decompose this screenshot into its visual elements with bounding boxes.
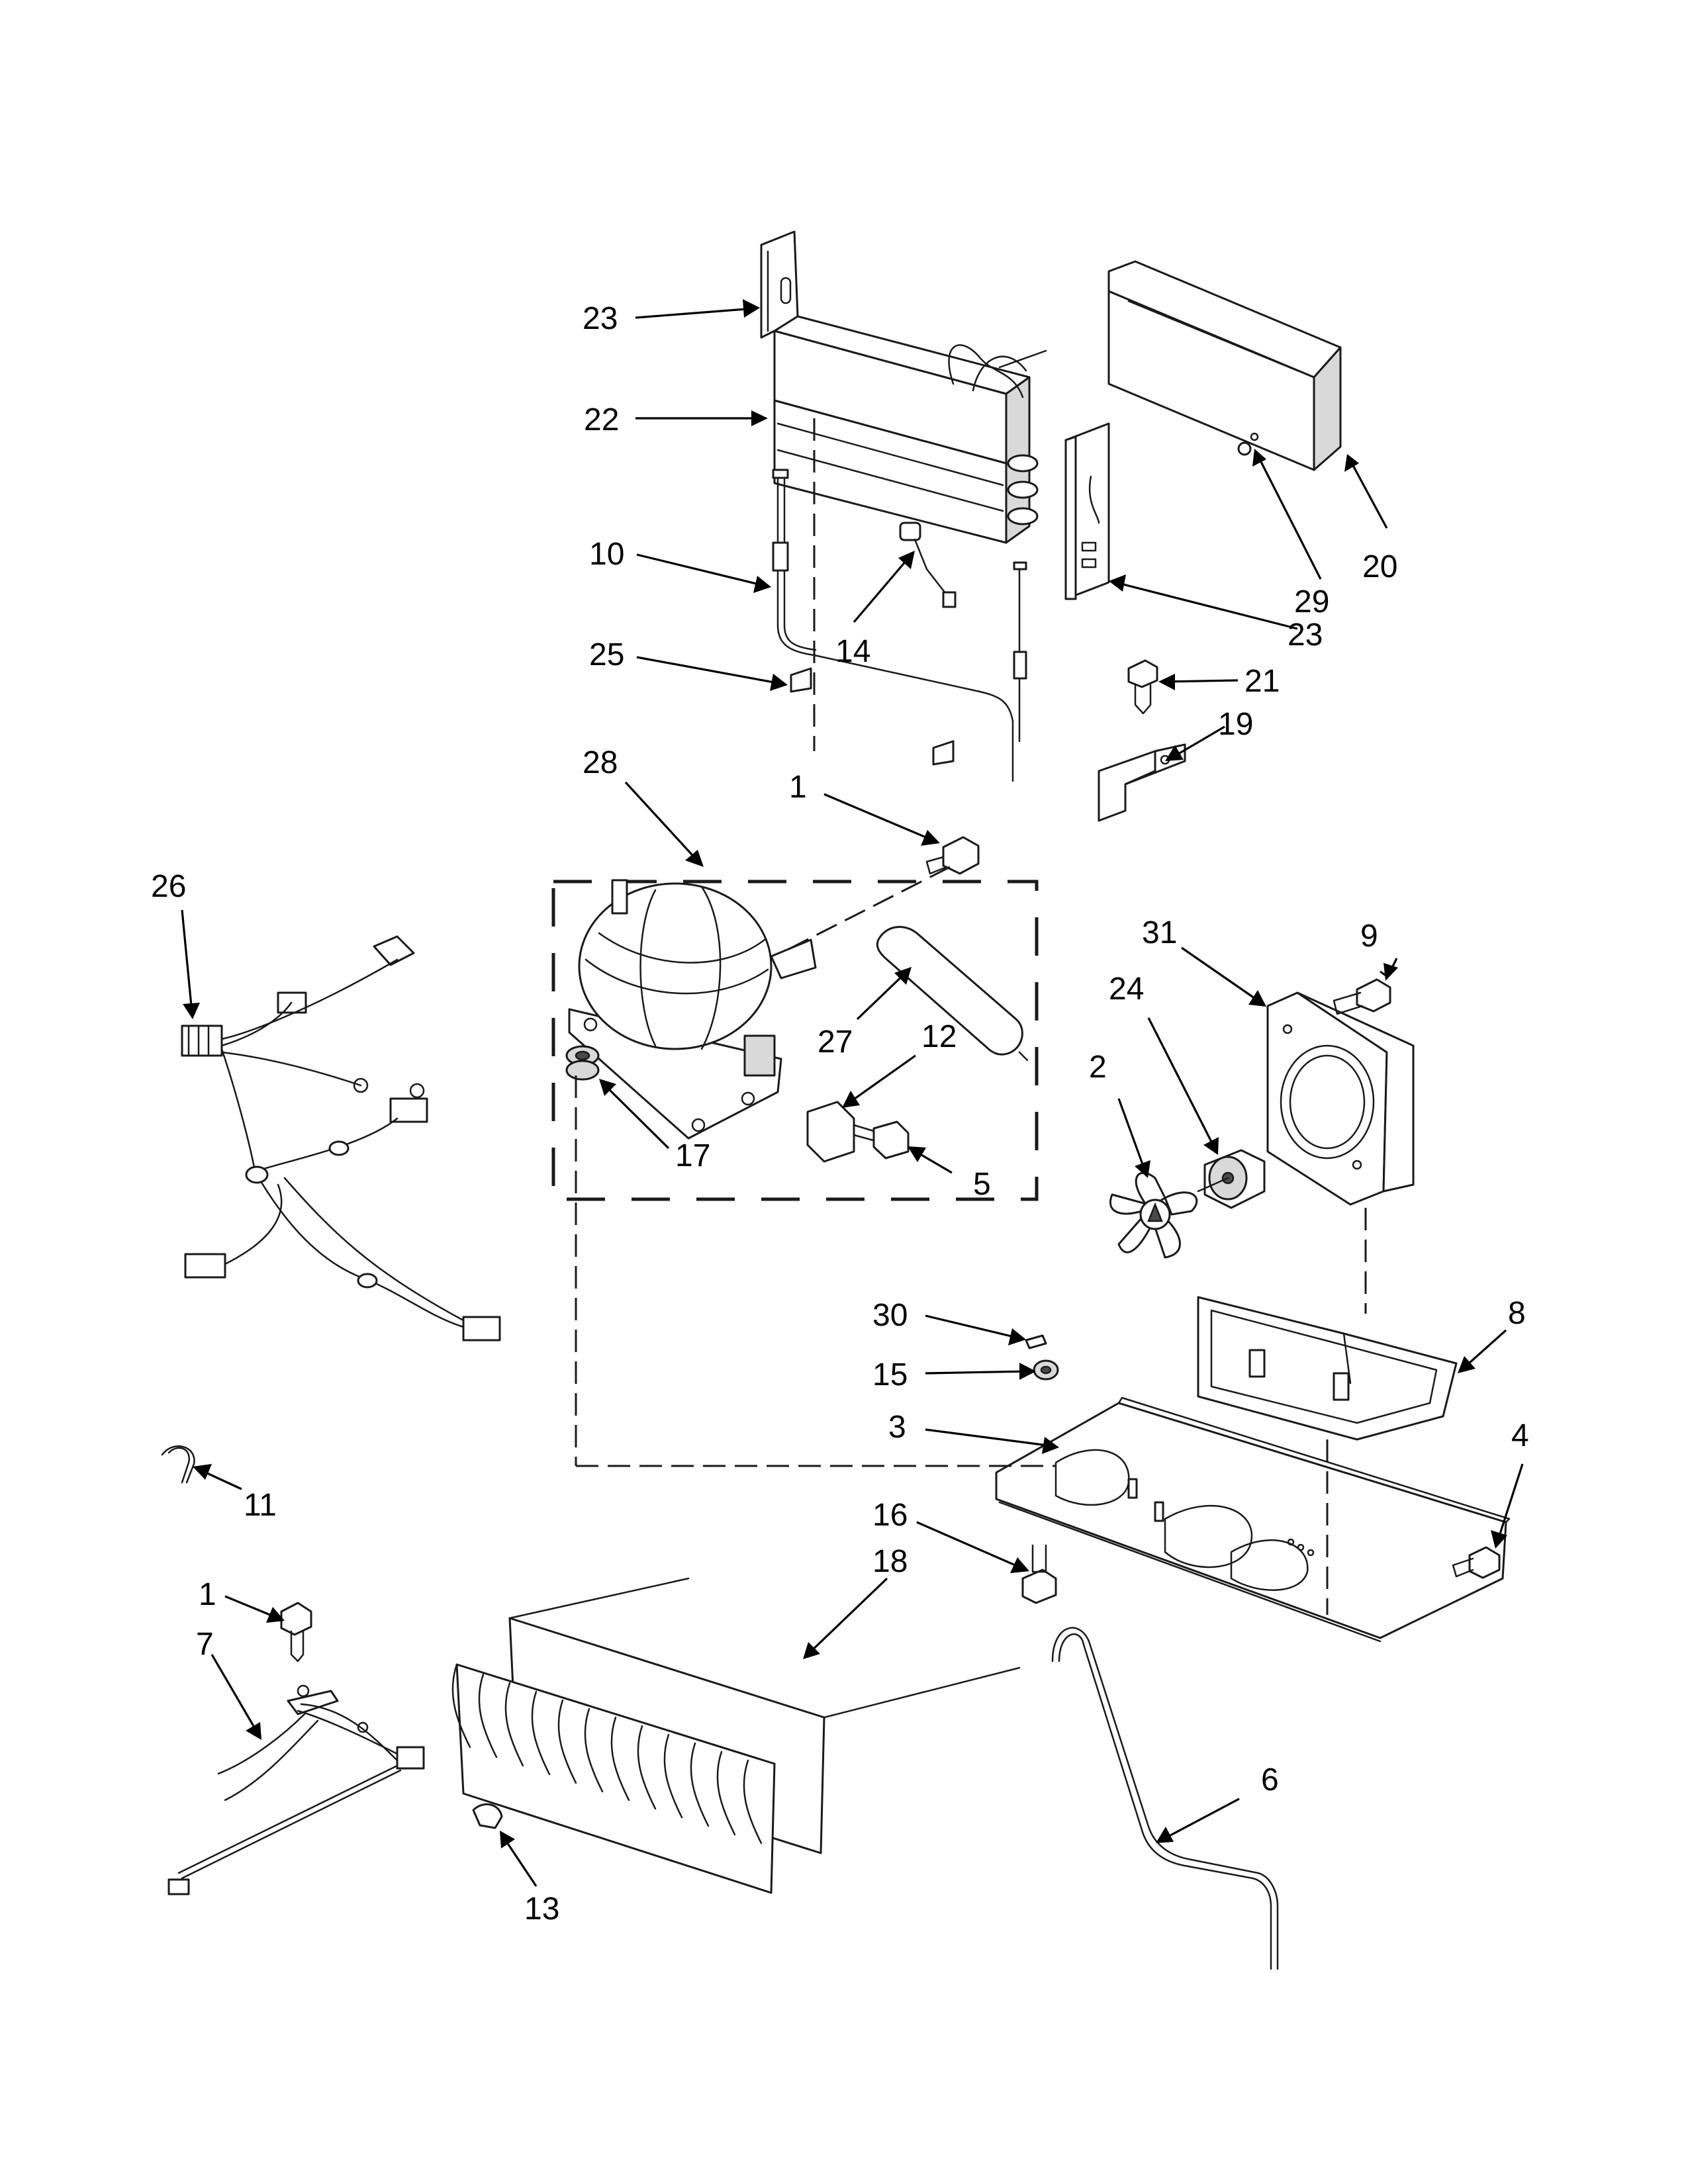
callout-label: 21 (1244, 664, 1280, 699)
evaporator-part (773, 315, 1047, 544)
callout-label: 16 (872, 1498, 908, 1533)
callout-label: 27 (818, 1024, 853, 1060)
clip-11-part (161, 1445, 195, 1484)
callout-label: 25 (589, 637, 624, 672)
overload-part (872, 1120, 910, 1160)
clip-13-part (472, 1803, 503, 1829)
screw-4-part (1452, 1546, 1501, 1579)
motor-bracket-8-part (1197, 1296, 1458, 1441)
callout-label: 8 (1508, 1296, 1526, 1331)
callout-labels: 23 22 10 14 25 20 29 23 21 19 28 1 26 27… (151, 301, 1529, 1927)
callout-label: 31 (1142, 915, 1177, 950)
drier-part (876, 926, 1029, 1062)
callout-label: 6 (1261, 1762, 1279, 1797)
condenser-part (451, 1577, 1021, 1894)
evaporator-bracket-left (760, 230, 799, 339)
callout-label: 23 (1288, 617, 1323, 653)
evaporator-bracket-right (1064, 422, 1110, 600)
callout-label: 9 (1360, 919, 1378, 954)
leader-lines (181, 299, 1524, 1887)
callout-label: 26 (151, 869, 186, 904)
screw-1-lower-part (280, 1602, 312, 1662)
callout-label: 12 (921, 1019, 957, 1054)
alignment-lines (575, 418, 1367, 1615)
callout-label: 17 (675, 1138, 710, 1173)
callout-label: 19 (1218, 707, 1253, 742)
screw-16-part (1021, 1544, 1057, 1604)
relay-part (806, 1101, 882, 1163)
callout-label: 28 (583, 745, 618, 780)
compressor-part (568, 879, 817, 1140)
callout-label: 13 (524, 1891, 559, 1927)
callout-label: 18 (872, 1544, 908, 1579)
callout-label: 3 (888, 1410, 906, 1445)
callout-label: 14 (835, 634, 870, 669)
fan-shroud-part (1266, 991, 1415, 1206)
base-plate-part (995, 1396, 1511, 1643)
tube-6-part (1051, 1627, 1279, 1970)
callout-label: 10 (589, 537, 624, 572)
callout-label: 23 (583, 301, 618, 336)
callout-label: 24 (1109, 972, 1144, 1007)
fan-motor-part (1197, 1149, 1266, 1209)
callout-label: 29 (1294, 584, 1329, 619)
callout-label: 4 (1511, 1418, 1529, 1453)
screw-21-part (1127, 659, 1158, 715)
compressor-screw-1-part (925, 836, 980, 875)
callout-label: 1 (199, 1577, 216, 1612)
grommet-15-part (1033, 1359, 1059, 1381)
callout-label: 5 (973, 1167, 991, 1202)
callout-label: 30 (872, 1298, 908, 1333)
shroud-screw-9-part (1333, 978, 1391, 1015)
fan-blade-part (1109, 1171, 1198, 1259)
callout-label: 1 (789, 770, 807, 805)
compressor-assembly-box (551, 880, 1039, 1201)
plug-30-part (1025, 1334, 1047, 1349)
callout-label: 7 (196, 1627, 214, 1662)
callout-label: 22 (584, 402, 619, 437)
callout-label: 15 (872, 1357, 908, 1392)
harness-7-part (167, 1684, 425, 1895)
callout-label: 2 (1089, 1050, 1107, 1085)
defrost-thermostat-part (899, 522, 957, 608)
callout-label: 11 (244, 1488, 277, 1523)
callout-label: 20 (1362, 549, 1397, 584)
wiring-harness-part (181, 935, 501, 1342)
grommet-part (565, 1045, 600, 1081)
evaporator-cover-part (1107, 260, 1342, 471)
